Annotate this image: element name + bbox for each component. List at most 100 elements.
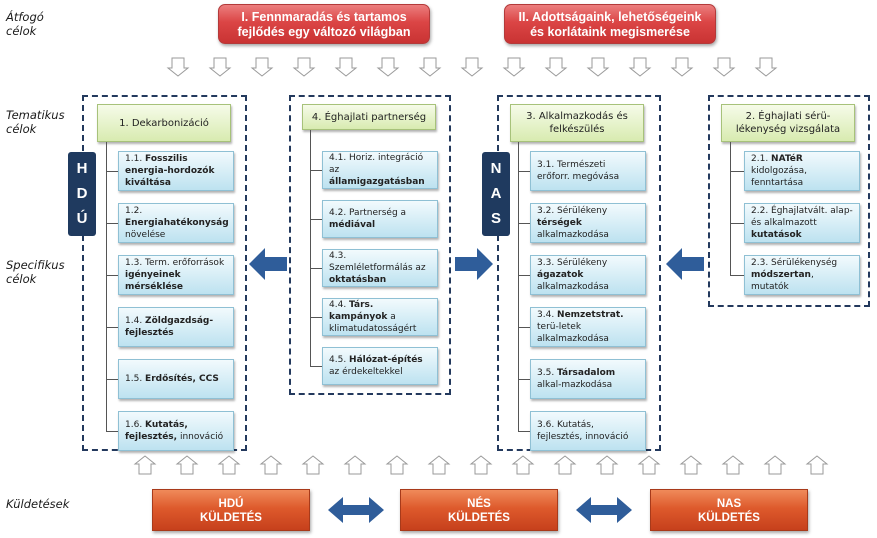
specific-goal-dekarbonizacio: 1.3. Term. erőforrások igényeinek mérsék… [118, 255, 234, 295]
mission-nes-line1: NÉS [467, 498, 491, 510]
mission-nas: NAS KÜLDETÉS [650, 489, 808, 531]
tree-branch [310, 219, 322, 220]
hollow-arrow-up-icon [259, 455, 283, 475]
mission-nas-line1: NAS [716, 498, 742, 510]
hdu-vertical-label: H D Ú [68, 152, 96, 236]
mission-nas-line2: KÜLDETÉS [698, 512, 760, 524]
specific-goal-text-part: 4.3. Szemléletformálás az [329, 251, 426, 273]
specific-goal-text: 3.5. Társadalom alkal-mazkodása [537, 367, 639, 391]
hdu-letter-2: D [76, 185, 88, 202]
theme-title-alkalmazkodas: 3. Alkalmazkodás és felkészülés [510, 104, 644, 142]
tree-branch [106, 275, 118, 276]
hollow-arrow-up-icon [385, 455, 409, 475]
specific-goal-text-part: az érdekeltekkel [329, 367, 403, 377]
hdu-letter-1: H [76, 160, 88, 177]
specific-goal-partnerseg: 4.4. Társ. kampányok a klimatudatosságér… [322, 298, 438, 336]
mission-hdu-line2: KÜLDETÉS [200, 512, 262, 524]
specific-goal-text: 1.3. Term. erőforrások igényeinek mérsék… [125, 257, 227, 293]
double-arrow-nes-nas-icon [576, 497, 632, 523]
theme-title-dekarbonizacio: 1. Dekarbonizáció [97, 104, 231, 142]
specific-goal-text-part: térségek [537, 218, 582, 228]
specific-goal-alkalmazkodas: 3.6. Kutatás, fejlesztés, innováció [530, 411, 646, 451]
specific-goal-dekarbonizacio: 1.5. Erdősítés, CCS [118, 359, 234, 399]
hollow-arrow-down-icon [292, 57, 316, 77]
hollow-arrow-down-icon [754, 57, 778, 77]
specific-goal-text-part: államigazgatásban [329, 177, 425, 187]
label-tematikus-line2: célok [6, 122, 37, 136]
specific-goal-text-part: 4.4. [329, 300, 350, 310]
specific-goal-text-part: terü-letek alkalmazkodása [537, 322, 609, 344]
nas-letter-3: S [490, 210, 501, 227]
label-kuldetesek: Küldetések [6, 497, 70, 511]
specific-goal-text-part: igényeinek mérséklése [125, 270, 184, 292]
tree-branch [106, 223, 118, 224]
specific-goal-text-part: 1.3. Term. erőforrások [125, 258, 225, 268]
theme-title-partnerseg: 4. Éghajlati partnerség [302, 104, 436, 130]
mission-nes-line2: KÜLDETÉS [448, 512, 510, 524]
group-vulnerability [708, 95, 870, 307]
specific-goal-text: 4.1. Horiz. integráció az államigazgatás… [329, 152, 431, 188]
label-specifikus-line2: célok [6, 272, 37, 286]
specific-goal-text-part: Nemzetstrat. [557, 310, 624, 320]
theme-title-serulekenyseg: 2. Éghajlati sérü-lékenység vizsgálata [721, 104, 855, 142]
specific-goal-text: 1.1. Fosszilis energia-hordozók kiváltás… [125, 153, 227, 189]
specific-goal-text: 1.2. Energiahatékonyság növelése [125, 205, 229, 241]
hollow-arrow-down-icon [334, 57, 358, 77]
specific-goal-text-part: oktatásban [329, 275, 387, 285]
specific-goal-partnerseg: 4.3. Szemléletformálás az oktatásban [322, 249, 438, 287]
tree-branch [106, 327, 118, 328]
hollow-arrow-up-icon [175, 455, 199, 475]
specific-goal-text: 1.6. Kutatás, fejlesztés, innováció [125, 419, 227, 443]
specific-goal-text-part: 1.1. [125, 154, 146, 164]
specific-goal-text-part: Energiahatékonyság [125, 218, 229, 228]
specific-goal-text: 4.5. Hálózat-építés az érdekeltekkel [329, 354, 431, 378]
tree-branch [730, 171, 744, 172]
specific-goal-text-part: alkalmazkodása [537, 230, 609, 240]
hollow-arrow-up-icon [595, 455, 619, 475]
tree-branch [518, 171, 530, 172]
hollow-arrow-down-icon [418, 57, 442, 77]
label-atfogo-line1: Átfogó [6, 10, 44, 24]
hollow-arrow-up-icon [217, 455, 241, 475]
tree-branch [106, 431, 118, 432]
specific-goal-text: 3.4. Nemzetstrat. terü-letek alkalmazkod… [537, 309, 639, 345]
hollow-arrow-up-icon [301, 455, 325, 475]
tree-line-partnerseg [310, 130, 311, 366]
blue-arrow-left-icon [666, 248, 704, 280]
specific-goal-serulekenyseg: 2.2. Éghajlatvált. alap- és alkalmazott … [744, 203, 860, 243]
hollow-arrow-down-icon [208, 57, 232, 77]
specific-goal-serulekenyseg: 2.3. Sérülékenység módszertan, mutatók [744, 255, 860, 295]
mission-hdu: HDÚ KÜLDETÉS [152, 489, 310, 531]
overarching-goal-1-line2: fejlődés egy változó világban [237, 25, 411, 39]
specific-goal-text-part: 2.1. [751, 154, 772, 164]
specific-goal-text-part: ágazatok [537, 270, 584, 280]
hollow-arrow-up-icon [721, 455, 745, 475]
specific-goal-text-part: 2.3. Sérülékenység [751, 258, 838, 268]
hollow-arrow-down-icon [250, 57, 274, 77]
specific-goal-text-part: 4.2. Partnerség a [329, 208, 407, 218]
specific-goal-text-part: alkalmazkodása [537, 282, 609, 292]
specific-goal-text: 2.3. Sérülékenység módszertan, mutatók [751, 257, 853, 293]
label-tematikus-celok: Tematikus célok [6, 108, 65, 136]
hollow-arrow-up-icon [511, 455, 535, 475]
mission-hdu-line1: HDÚ [218, 498, 244, 510]
specific-goal-text-part: 2.2. Éghajlatvált. alap- és alkalmazott [751, 206, 853, 228]
tree-branch [518, 379, 530, 380]
specific-goal-text-part: 3.2. Sérülékeny [537, 206, 608, 216]
specific-goal-text-part: növelése [125, 230, 166, 240]
specific-goal-text: 4.4. Társ. kampányok a klimatudatosságér… [329, 299, 431, 335]
tree-branch [518, 223, 530, 224]
nas-letter-2: A [490, 185, 502, 202]
tree-branch [310, 170, 322, 171]
specific-goal-text-part: Társadalom [557, 368, 616, 378]
specific-goal-alkalmazkodas: 3.3. Sérülékeny ágazatok alkalmazkodása [530, 255, 646, 295]
specific-goal-text-part: Társ. kampányok [329, 300, 388, 322]
hollow-arrow-down-icon [586, 57, 610, 77]
hollow-arrow-down-icon [544, 57, 568, 77]
hdu-letter-3: Ú [76, 210, 88, 227]
specific-goal-dekarbonizacio: 1.6. Kutatás, fejlesztés, innováció [118, 411, 234, 451]
overarching-goal-2-line2: és korlátaink megismerése [530, 25, 690, 39]
specific-goal-text-part: 4.5. [329, 355, 350, 365]
tree-line-dekarbonizacio [106, 142, 107, 431]
hollow-arrow-up-icon [763, 455, 787, 475]
